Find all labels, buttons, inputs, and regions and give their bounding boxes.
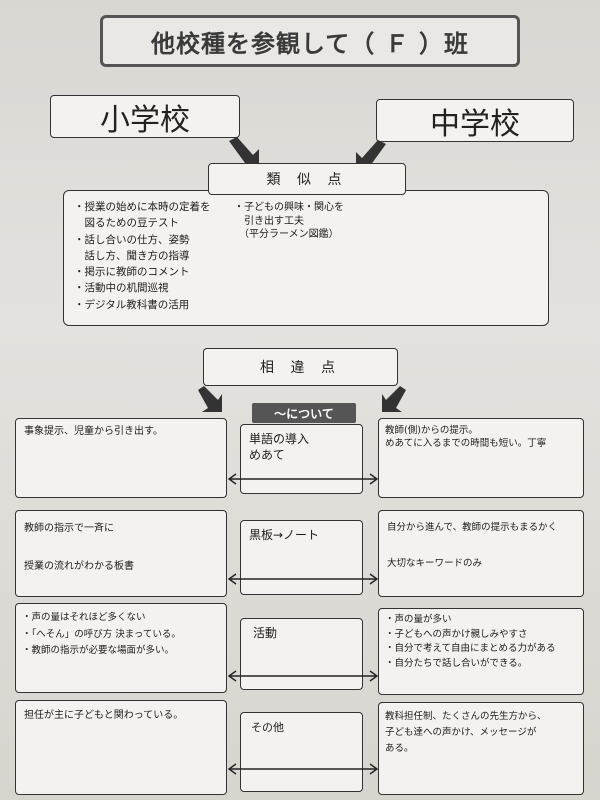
list-item: 図るための豆テスト <box>74 217 179 230</box>
about-tab: 〜について <box>252 403 356 423</box>
list-item: （平分ラーメン図鑑） <box>234 229 339 240</box>
topic-row-1: 単語の導入 めあて <box>240 424 363 494</box>
double-arrow-icon <box>227 473 379 485</box>
arrow-down-left-icon <box>198 386 222 412</box>
elementary-school-box: 小学校 <box>50 95 240 138</box>
row-text <box>387 537 557 555</box>
double-arrow-icon <box>227 763 379 775</box>
topic-row-3: 活動 <box>240 618 363 690</box>
list-item: ・デジタル教科書の活用 <box>74 298 190 311</box>
row-text: ある。 <box>385 743 414 755</box>
similar-points-label: 類 似 点 <box>266 172 348 188</box>
row-text: 授業の流れがわかる板書 <box>24 561 134 572</box>
junior-row-3: ・声の量が多い ・子どもへの声かけ親しみやすさ ・自分で考えて自由にまとめる力が… <box>378 608 584 695</box>
row-topic: 活動 <box>253 626 278 640</box>
row-topic: その他 <box>251 721 284 734</box>
arrow-down-left-icon <box>229 137 259 169</box>
elementary-row-3: ・声の量はそれほど多くない ・「へそん」の呼び方 決まっている。 ・教師の指示が… <box>15 603 227 693</box>
different-points-label-box: 相 違 点 <box>203 348 398 386</box>
row-text: ・教師の指示が必要な場面が多い。 <box>22 645 175 657</box>
topic-row-4: その他 <box>240 712 363 792</box>
elementary-row-1: 事象提示、児童から引き出す。 <box>15 418 227 498</box>
similar-right-list: ・子どもの興味・関心を 引き出す工夫 （平分ラーメン図鑑） <box>234 201 344 242</box>
junior-row-1: 教師(側)からの提示。 めあてに入るまでの時間も短い。丁寧 <box>378 418 584 498</box>
row-text: 自分から進んで、教師の提示もまるかく <box>387 522 558 533</box>
about-label: 〜について <box>274 406 334 421</box>
list-item: 引き出す工夫 <box>234 215 304 227</box>
row-text: 教師の指示で一斉に <box>24 523 114 534</box>
list-item: ・子どもの興味・関心を <box>234 202 344 213</box>
row-topic: 単語の導入 <box>249 432 310 446</box>
list-item: ・掲示に教師のコメント <box>74 266 190 279</box>
list-item: ・話し合いの仕方、姿勢 <box>74 233 190 246</box>
row-topic: 黒板→ノート <box>249 528 320 542</box>
row-text <box>24 538 134 557</box>
row-text: ・声の量が多い <box>385 614 452 625</box>
arrow-down-right-icon <box>382 386 406 412</box>
row-text: ・子どもへの声かけ親しみやすさ <box>385 628 528 640</box>
junior-row-2: 自分から進んで、教師の提示もまるかく 大切なキーワードのみ <box>378 510 584 597</box>
row-text: ・自分たちで話し合いができる。 <box>385 658 528 670</box>
similar-points-box: ・授業の始めに本時の定着を 図るための豆テスト ・話し合いの仕方、姿勢 話し方、… <box>63 190 549 326</box>
row-text: めあてに入るまでの時間も短い。丁寧 <box>385 437 547 449</box>
row-topic: めあて <box>249 448 285 463</box>
list-item: ・授業の始めに本時の定着を <box>74 201 211 213</box>
topic-row-2: 黒板→ノート <box>240 520 363 595</box>
junior-row-4: 教科担任制、たくさんの先生方から、 子ども達への声かけ、メッセージが ある。 <box>378 702 584 795</box>
row-text: ・自分で考えて自由にまとめる力がある <box>385 643 556 655</box>
row-text: 大切なキーワードのみ <box>387 558 483 570</box>
junior-high-school-box: 中学校 <box>376 99 574 142</box>
double-arrow-icon <box>227 670 379 682</box>
elementary-row-4: 担任が主に子どもと関わっている。 <box>15 700 227 795</box>
double-arrow-icon <box>227 573 379 585</box>
junior-high-school-label: 中学校 <box>430 106 520 142</box>
different-points-label: 相 違 点 <box>260 360 341 376</box>
row-text: ・声の量はそれほど多くない <box>22 612 146 623</box>
list-item: ・活動中の机間巡視 <box>74 282 169 295</box>
row-text: 事象提示、児童から引き出す。 <box>24 426 163 437</box>
row-text: 子ども達への声かけ、メッセージが <box>385 727 537 739</box>
similar-points-label-box: 類 似 点 <box>208 163 406 195</box>
elementary-school-label: 小学校 <box>100 102 190 138</box>
page-title: 他校種を参観して（ Ｆ ）班 <box>151 29 469 58</box>
list-item: 話し方、聞き方の指導 <box>74 249 190 262</box>
elementary-row-2: 教師の指示で一斉に 授業の流れがわかる板書 <box>15 510 227 597</box>
similar-left-list: ・授業の始めに本時の定着を 図るための豆テスト ・話し合いの仕方、姿勢 話し方、… <box>74 199 211 313</box>
title-box: 他校種を参観して（ Ｆ ）班 <box>100 15 520 67</box>
row-text: 担任が主に子どもと関わっている。 <box>24 710 184 721</box>
row-text: 教師(側)からの提示。 <box>385 425 478 436</box>
row-text: ・「へそん」の呼び方 決まっている。 <box>22 628 181 640</box>
row-text: 教科担任制、たくさんの先生方から、 <box>385 711 547 722</box>
